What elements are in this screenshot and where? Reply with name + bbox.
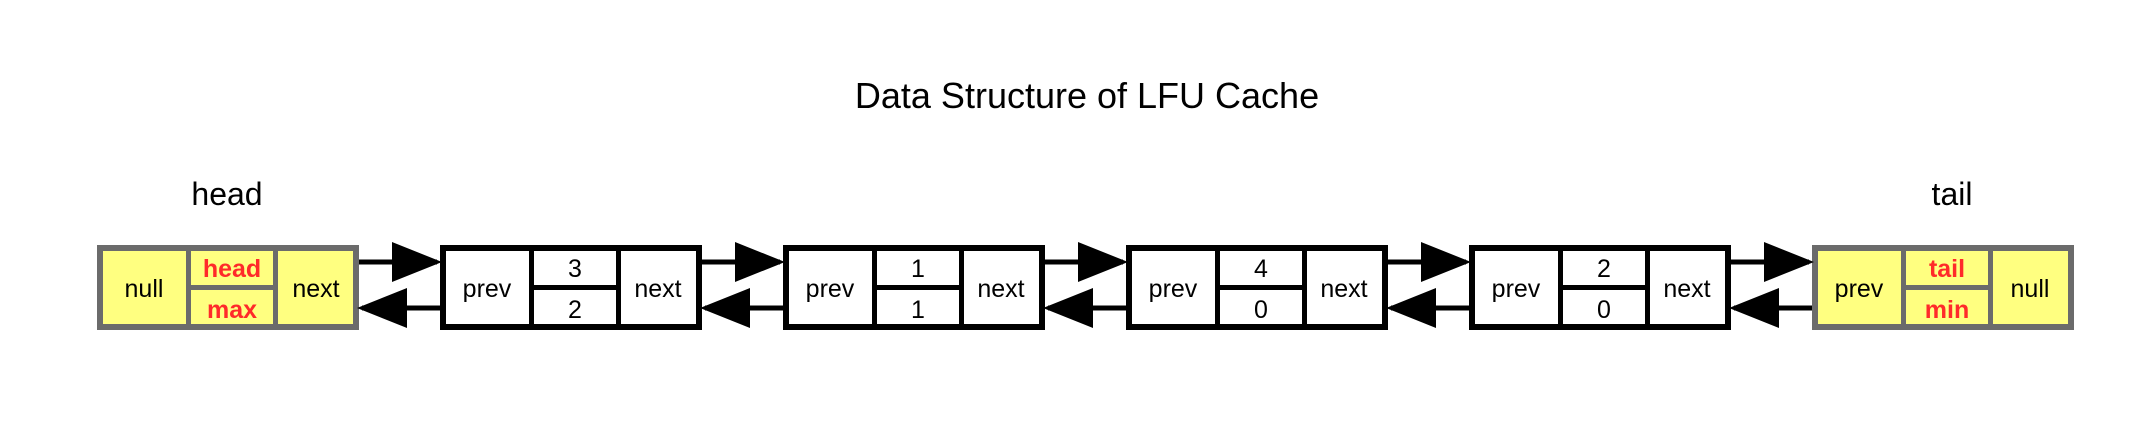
head-node-head-text: head — [203, 255, 261, 283]
node-2-prev-text: prev — [806, 275, 855, 303]
tail-node-marker-top-cell — [1906, 251, 1988, 285]
node-4-next-cell — [1650, 251, 1725, 324]
node-1-prev-text: prev — [463, 275, 512, 303]
tail-pointer-label: tail — [1932, 176, 1973, 212]
node-2-next-text: next — [977, 275, 1024, 303]
node-3-next-cell — [1307, 251, 1382, 324]
cache-node-4: prev 2 0 next — [1469, 245, 1731, 330]
node-1-next-text: next — [634, 275, 681, 303]
node-2-key-cell — [877, 251, 959, 285]
node-1-key-cell — [534, 251, 616, 285]
link-arrows — [357, 242, 1814, 328]
node-4-next-text: next — [1663, 275, 1710, 303]
node-4-freq-text: 0 — [1597, 296, 1611, 324]
node-3-key-cell — [1220, 251, 1302, 285]
node-1-next-cell — [621, 251, 696, 324]
node-3-key-text: 4 — [1254, 255, 1268, 283]
cache-node-2: prev 1 1 next — [783, 245, 1045, 330]
cache-node-1: prev 3 2 next — [440, 245, 702, 330]
node-1-prev-cell — [446, 251, 529, 324]
tail-node-prev-cell — [1818, 251, 1901, 324]
tail-node-null-cell — [1993, 251, 2068, 324]
head-node-next-cell — [278, 251, 353, 324]
head-sentinel-node: null head max next — [97, 245, 359, 330]
head-node-max-text: max — [207, 296, 257, 324]
node-1-freq-text: 2 — [568, 296, 582, 324]
tail-node-null-text: null — [2011, 275, 2050, 303]
head-node-marker-bottom-cell — [191, 290, 273, 324]
node-2-prev-cell — [789, 251, 872, 324]
node-2-key-text: 1 — [911, 255, 925, 283]
node-4-freq-cell — [1563, 290, 1645, 324]
node-1-key-text: 3 — [568, 255, 582, 283]
node-4-prev-text: prev — [1492, 275, 1541, 303]
tail-node-min-text: min — [1925, 296, 1969, 324]
diagram-title: Data Structure of LFU Cache — [855, 75, 1319, 116]
head-node-null-cell — [103, 251, 186, 324]
tail-node-prev-text: prev — [1835, 275, 1884, 303]
tail-node-marker-bottom-cell — [1906, 290, 1988, 324]
head-node-null-text: null — [125, 275, 164, 303]
node-3-prev-text: prev — [1149, 275, 1198, 303]
head-pointer-label: head — [191, 176, 262, 212]
node-4-key-cell — [1563, 251, 1645, 285]
node-3-next-text: next — [1320, 275, 1367, 303]
cache-node-3: prev 4 0 next — [1126, 245, 1388, 330]
node-1-freq-cell — [534, 290, 616, 324]
head-node-next-text: next — [292, 275, 339, 303]
head-node-marker-top-cell — [191, 251, 273, 285]
node-3-freq-cell — [1220, 290, 1302, 324]
node-3-freq-text: 0 — [1254, 296, 1268, 324]
tail-node-tail-text: tail — [1929, 255, 1965, 283]
node-4-key-text: 2 — [1597, 255, 1611, 283]
node-3-prev-cell — [1132, 251, 1215, 324]
node-2-freq-cell — [877, 290, 959, 324]
node-2-freq-text: 1 — [911, 296, 925, 324]
node-2-next-cell — [964, 251, 1039, 324]
node-4-prev-cell — [1475, 251, 1558, 324]
tail-sentinel-node: prev tail min null — [1812, 245, 2074, 330]
